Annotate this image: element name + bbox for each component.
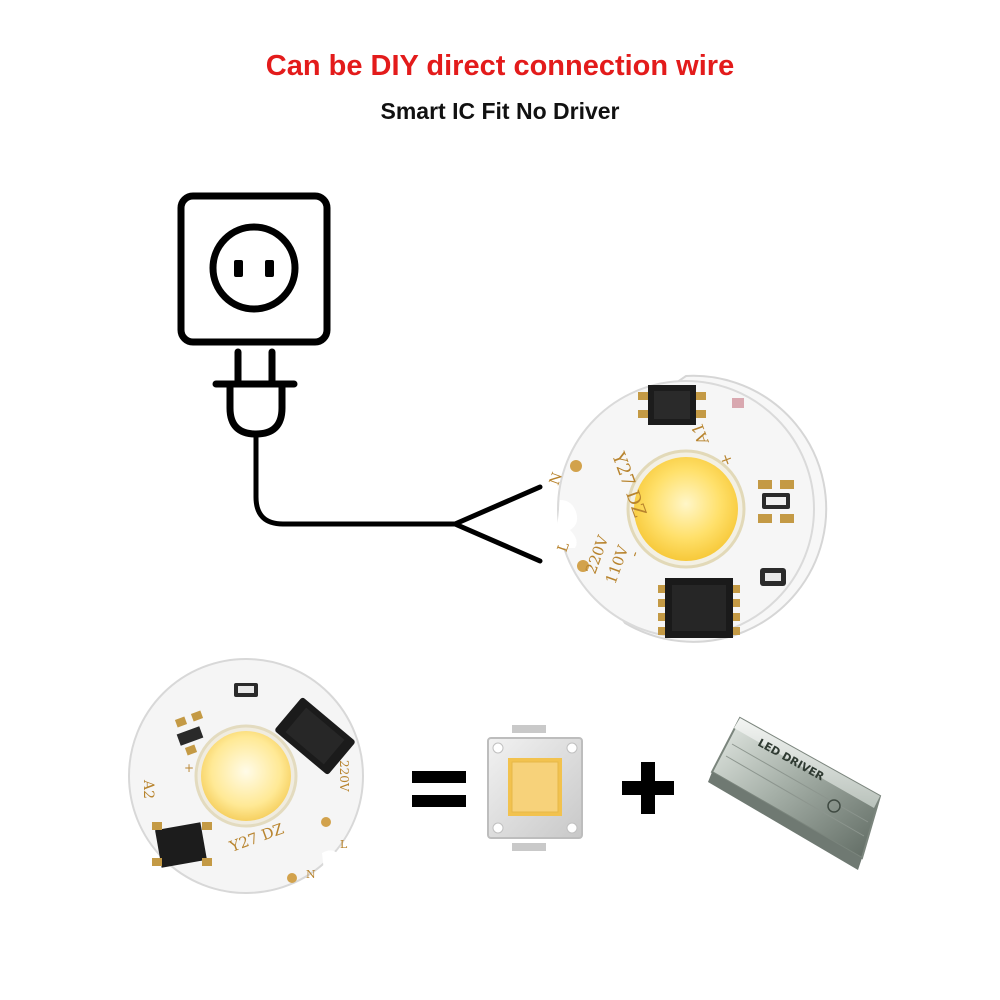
smd-components — [570, 398, 794, 586]
power-plug-icon — [212, 348, 298, 438]
headline: Can be DIY direct connection wire — [265, 50, 735, 82]
traditional-cob-chip — [487, 725, 583, 851]
neutral-marking-bottom: N — [306, 868, 316, 881]
slot-marking-a2: A2 — [140, 779, 156, 799]
rectifier-chip — [638, 385, 706, 425]
driver-ic-chip — [275, 697, 355, 775]
cob-module-top: Y27 DZ A1 + 220V 110V - N L — [547, 374, 828, 643]
subheadline: Smart IC Fit No Driver — [380, 98, 620, 124]
cob-light-emitter — [634, 457, 738, 561]
plus-sign — [622, 762, 674, 814]
power-wire — [253, 431, 543, 564]
neutral-marking-top: N — [547, 470, 566, 487]
plus-marking-top: + — [716, 451, 737, 469]
minus-marking-top: - — [625, 548, 644, 559]
plus-marking-bottom: + — [184, 761, 194, 775]
driver-ic-chip — [658, 578, 740, 638]
wall-socket-icon — [177, 192, 331, 346]
cob-light-emitter — [201, 731, 291, 821]
equals-sign — [412, 771, 466, 807]
voltage-marking-bottom: 220V — [337, 760, 351, 792]
live-marking-bottom: L — [340, 838, 348, 851]
cob-module-bottom: Y27 DZ A2 + 220V N L — [128, 658, 364, 894]
rectifier-chip — [152, 822, 212, 868]
smd-components — [174, 683, 331, 883]
led-driver-box: LED DRIVER — [708, 716, 882, 870]
